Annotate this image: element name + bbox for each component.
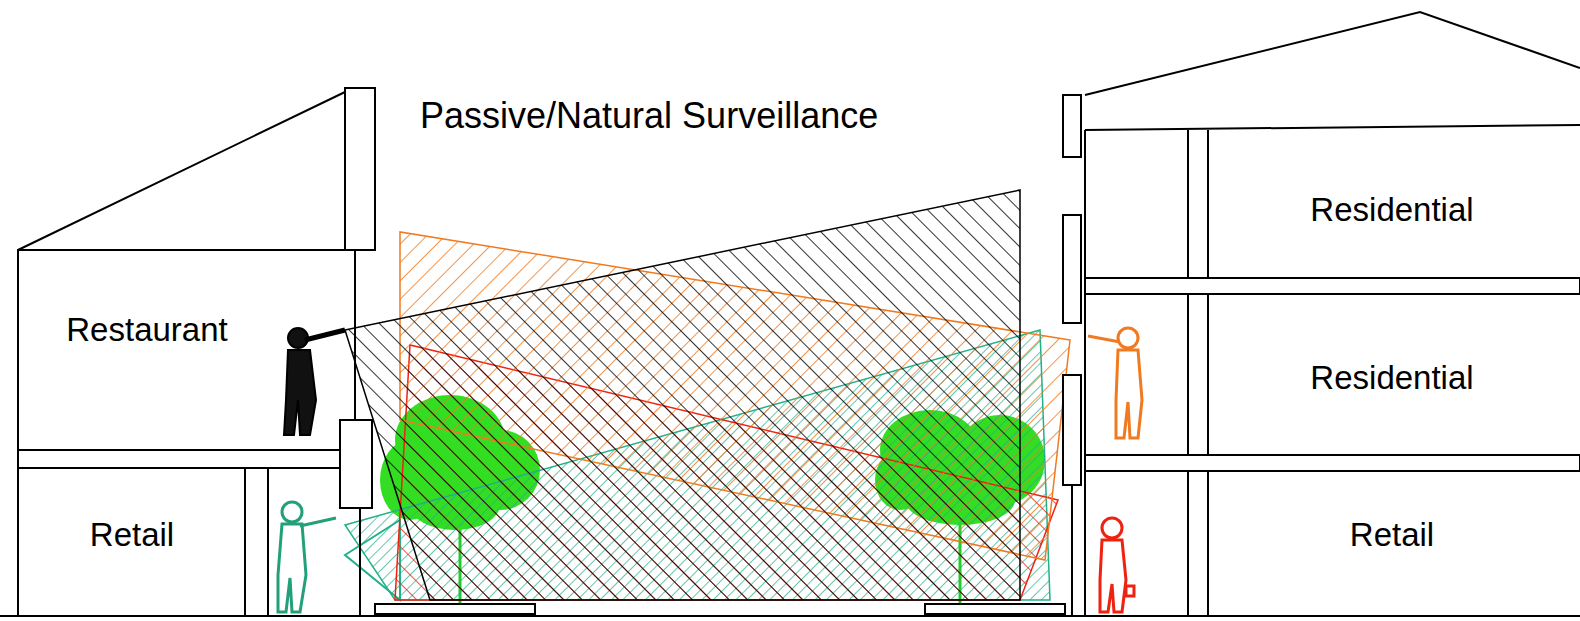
- people: [278, 328, 1142, 612]
- room-label: Residential: [1310, 192, 1473, 228]
- room-area: Residential: [1212, 180, 1572, 240]
- room-label: Retail: [1350, 517, 1434, 553]
- room-area: Residential: [1212, 348, 1572, 408]
- room-area: Retail: [1212, 505, 1572, 565]
- room-label: Residential: [1310, 360, 1473, 396]
- buildings: [0, 12, 1580, 616]
- sight-cones: [345, 190, 1070, 600]
- room-label: Restaurant: [66, 312, 227, 348]
- diagram-title: Passive/Natural Surveillance: [416, 95, 882, 137]
- room-label: Retail: [90, 517, 174, 553]
- room-area: Restaurant: [24, 300, 270, 360]
- room-area: Retail: [24, 505, 240, 565]
